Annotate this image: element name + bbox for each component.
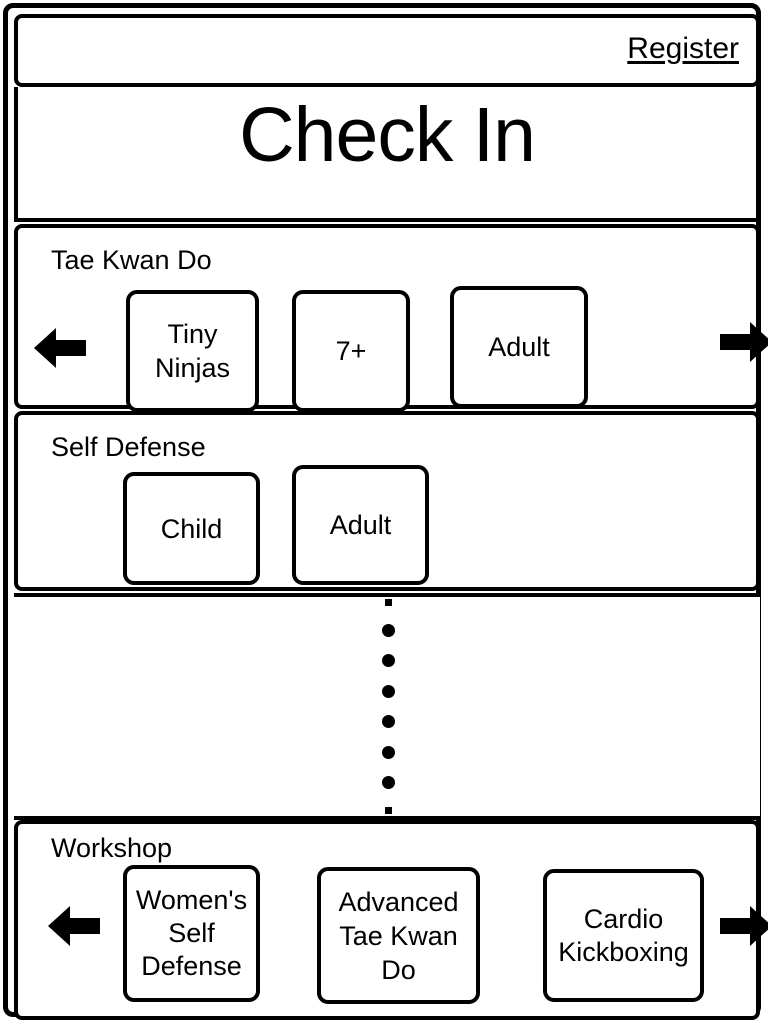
section-label-workshop: Workshop xyxy=(51,833,173,863)
class-button-advanced-tae-kwan-do[interactable]: Advanced Tae Kwan Do xyxy=(317,867,480,1004)
section-label-tae-kwan-do: Tae Kwan Do xyxy=(51,245,212,275)
ellipsis-cap-mark-top xyxy=(384,599,392,606)
ellipsis-dot xyxy=(381,654,395,668)
vertical-ellipsis-icon xyxy=(14,597,760,816)
ellipsis-dot xyxy=(381,715,395,729)
class-button-womens-self-defense[interactable]: Women's Self Defense xyxy=(123,865,260,1002)
class-button-tiny-ninjas[interactable]: Tiny Ninjas xyxy=(126,290,259,412)
section-self-defense: Self Defense Child Adult xyxy=(14,411,760,591)
ellipsis-dot xyxy=(381,745,395,759)
page-title: Check In xyxy=(239,92,536,178)
register-link[interactable]: Register xyxy=(627,32,739,65)
section-tae-kwan-do: Tae Kwan Do Tiny Ninjas 7+ Adult xyxy=(14,224,768,412)
arrow-right-icon[interactable] xyxy=(718,900,768,952)
ellipsis-dot xyxy=(381,776,395,790)
class-button-tkd-adult[interactable]: Adult xyxy=(450,286,588,408)
arrow-right-icon[interactable] xyxy=(718,316,768,368)
class-button-cardio-kickboxing[interactable]: Cardio Kickboxing xyxy=(543,869,704,1002)
title-band: Check In xyxy=(14,87,760,222)
ellipsis-dot xyxy=(381,623,395,637)
class-button-self-defense-adult[interactable]: Adult xyxy=(292,465,429,585)
arrow-left-icon[interactable] xyxy=(46,900,102,952)
arrow-left-icon[interactable] xyxy=(32,322,88,374)
ellipsis-cap-mark-bottom xyxy=(384,806,392,814)
class-button-self-defense-child[interactable]: Child xyxy=(123,472,260,585)
section-workshop: Workshop Women's Self Defense Advanced T… xyxy=(14,820,768,1020)
more-content-region[interactable] xyxy=(14,593,760,820)
class-button-seven-plus[interactable]: 7+ xyxy=(292,290,410,412)
section-label-self-defense: Self Defense xyxy=(51,432,206,462)
header-bar: Register xyxy=(14,14,760,87)
ellipsis-dot xyxy=(381,684,395,698)
device-frame: Register Check In Tae Kwan Do Tiny Ninja… xyxy=(3,3,768,1020)
